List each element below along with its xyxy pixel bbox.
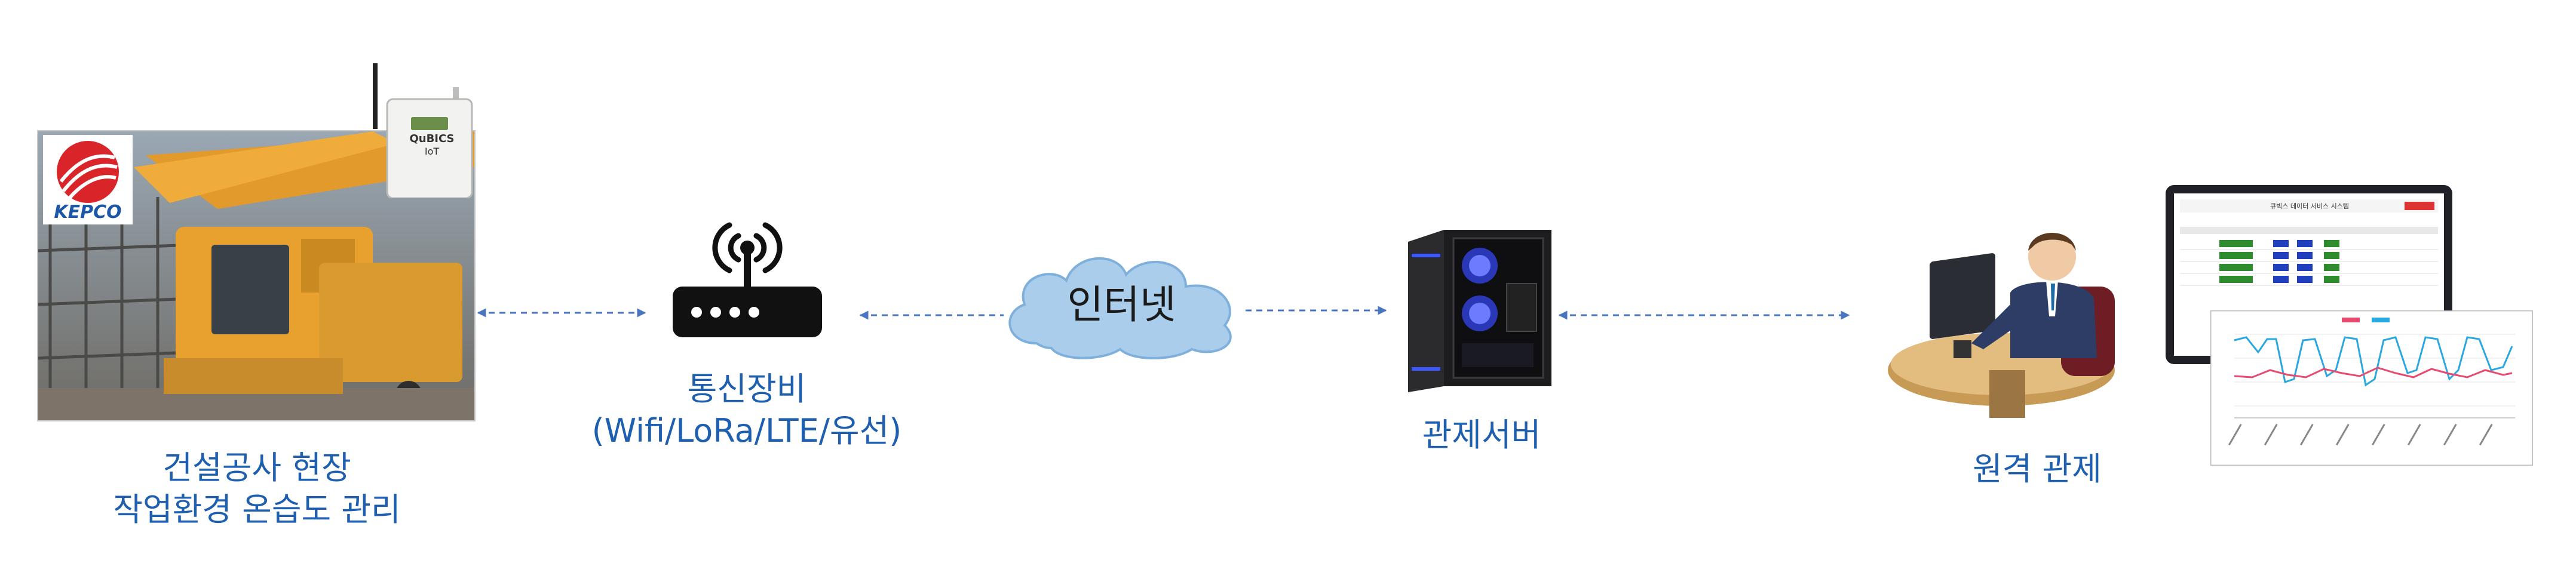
site-label-line1: 건설공사 현장 [162, 449, 351, 487]
remote-label: 원격 관제 [1973, 450, 2102, 488]
sensor-brand: QuBICS [409, 133, 455, 145]
iot-sensor-device: QuBICS IoT [369, 63, 474, 199]
remote-chart-card [2209, 309, 2534, 467]
screen-title: 큐빅스 데이터 서비스 시스템 [2270, 202, 2349, 210]
router-icon [673, 212, 822, 337]
site-label-line2: 작업환경 온습도 관리 [113, 491, 401, 528]
server-icon [1408, 230, 1551, 392]
server-label: 관제서버 [1422, 416, 1541, 454]
sensor-model: IoT [424, 146, 440, 157]
comm-label-line1: 통신장비 [687, 370, 806, 408]
kepco-logo-text: KEPCO [54, 202, 122, 223]
internet-cloud: 인터넷 [995, 242, 1249, 361]
internet-label: 인터넷 [1067, 282, 1176, 328]
comm-label-line2: (Wifi/LoRa/LTE/유선) [591, 412, 902, 450]
kepco-logo: KEPCO [43, 135, 133, 224]
operator-at-desk-icon [1882, 221, 2139, 424]
